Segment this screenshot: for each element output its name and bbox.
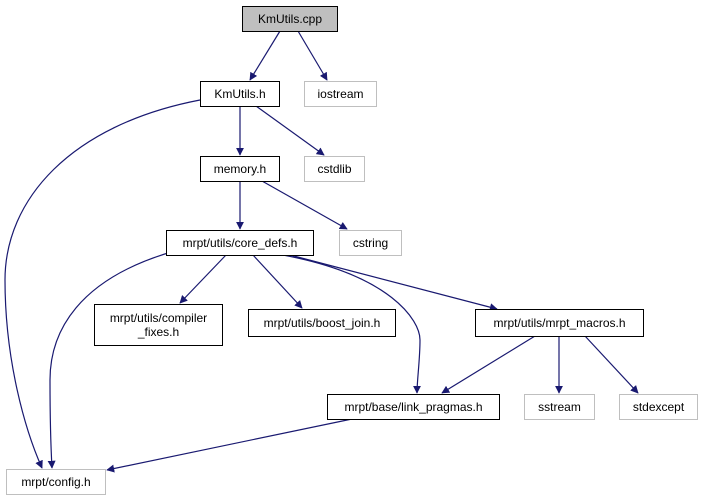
node-label: stdexcept bbox=[632, 400, 685, 414]
node-boost-join[interactable]: mrpt/utils/boost_join.h bbox=[248, 309, 396, 337]
node-label: mrpt/utils/mrpt_macros.h bbox=[493, 316, 626, 330]
node-iostream: iostream bbox=[304, 81, 377, 107]
node-cstring: cstring bbox=[339, 230, 402, 256]
node-label: mrpt/utils/core_defs.h bbox=[182, 236, 298, 250]
edge-mrpt-macros-to-link-pragmas bbox=[441, 335, 536, 394]
node-stdexcept: stdexcept bbox=[619, 394, 698, 420]
node-label: sstream bbox=[538, 400, 581, 414]
node-label: KmUtils.h bbox=[214, 87, 266, 101]
node-mrpt-macros[interactable]: mrpt/utils/mrpt_macros.h bbox=[475, 309, 644, 337]
node-label-line2: _fixes.h bbox=[137, 325, 180, 339]
edge-core-defs-to-boost-join bbox=[252, 254, 303, 309]
node-label: memory.h bbox=[213, 162, 267, 176]
edge-kmutils-h-to-config-h bbox=[4, 99, 201, 469]
edge-core-defs-to-config-h bbox=[47, 252, 169, 469]
node-link-pragmas[interactable]: mrpt/base/link_pragmas.h bbox=[327, 394, 500, 420]
node-sstream: sstream bbox=[524, 394, 595, 420]
edge-core-defs-to-mrpt-macros bbox=[289, 254, 498, 312]
edge-core-defs-to-compiler-fixes bbox=[179, 254, 227, 304]
edge-mrpt-macros-to-stdexcept bbox=[584, 335, 639, 394]
node-core-defs[interactable]: mrpt/utils/core_defs.h bbox=[166, 230, 314, 256]
node-label: iostream bbox=[317, 87, 364, 101]
edge-core-defs-to-link-pragmas bbox=[282, 254, 422, 394]
node-label: mrpt/config.h bbox=[21, 475, 91, 489]
node-config-h: mrpt/config.h bbox=[6, 469, 106, 495]
node-label-line1: mrpt/utils/compiler bbox=[109, 311, 208, 325]
edge-link-pragmas-to-config-h bbox=[106, 418, 353, 473]
edge-memory-h-to-cstring bbox=[261, 180, 348, 230]
node-kmutils-h[interactable]: KmUtils.h bbox=[200, 81, 280, 107]
node-memory-h[interactable]: memory.h bbox=[200, 156, 280, 182]
edge-kmutils-h-to-cstdlib bbox=[255, 105, 325, 156]
node-label: mrpt/utils/boost_join.h bbox=[263, 316, 381, 330]
node-label: KmUtils.cpp bbox=[257, 12, 322, 26]
node-label: mrpt/base/link_pragmas.h bbox=[344, 400, 483, 414]
node-kmutils-cpp: KmUtils.cpp bbox=[242, 6, 338, 32]
node-compiler-fixes[interactable]: mrpt/utils/compiler_fixes.h bbox=[94, 304, 223, 346]
node-label: cstring bbox=[352, 236, 389, 250]
node-cstdlib: cstdlib bbox=[304, 156, 365, 182]
edge-kmutils-cpp-to-kmutils-h bbox=[249, 30, 281, 81]
edge-kmutils-cpp-to-iostream bbox=[297, 30, 328, 81]
node-label: cstdlib bbox=[317, 162, 352, 176]
